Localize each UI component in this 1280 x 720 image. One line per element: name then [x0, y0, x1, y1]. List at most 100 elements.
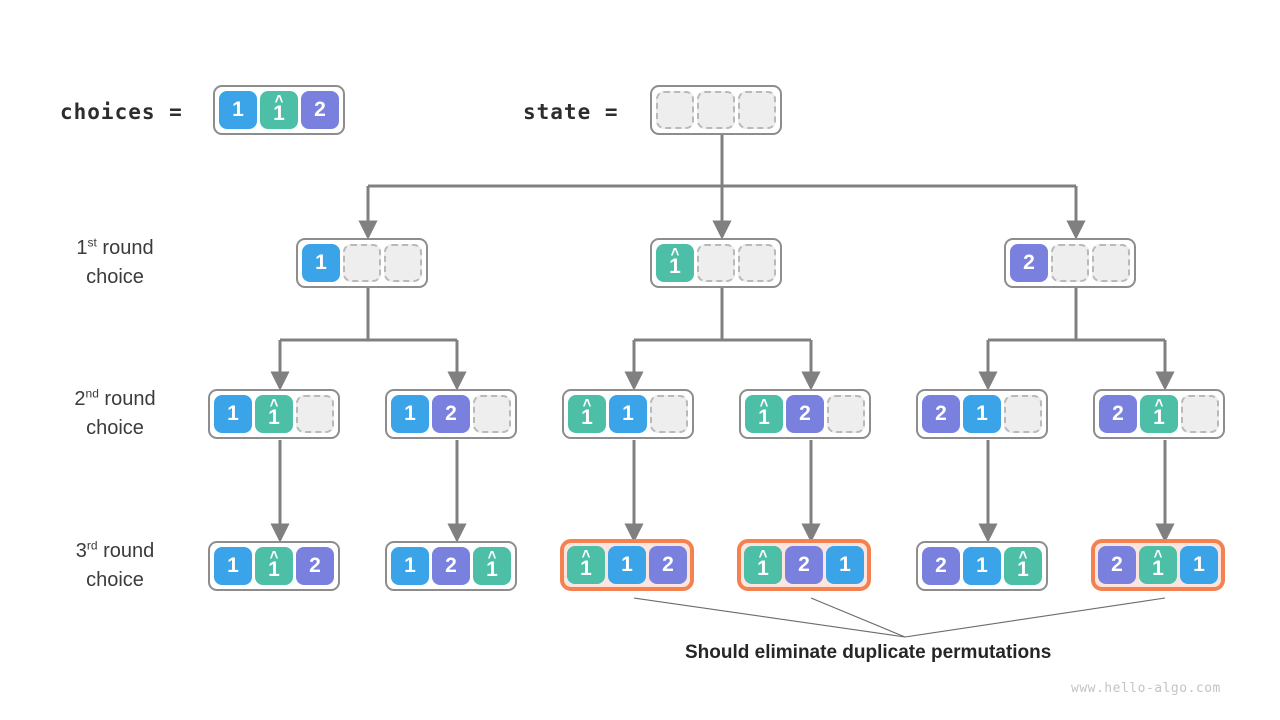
hat-accent-icon: ˄: [269, 395, 279, 412]
array-cell-empty: [1004, 395, 1042, 433]
array-cell-label: 1: [621, 553, 633, 576]
tree-node-l1n3: 2: [1004, 238, 1136, 288]
array-cell-value: 1: [391, 547, 429, 585]
tree-node-l3n4: ˄1 2 1: [737, 539, 871, 591]
choices-label: choices =: [60, 100, 183, 124]
round-label-3: 3rd round choice: [40, 537, 190, 595]
array-cell-value: 2: [786, 395, 824, 433]
array-cell-value: 2: [785, 546, 823, 584]
hat-accent-icon: ˄: [581, 546, 591, 563]
array-cell-value: 2: [922, 395, 960, 433]
array-cell-value: 1: [608, 546, 646, 584]
tree-node-l1n2: ˄1: [650, 238, 782, 288]
round-label-3-line2: choice: [86, 569, 144, 591]
round-label-2-line2: choice: [86, 417, 144, 439]
tree-node-l2n1: 1˄1: [208, 389, 340, 439]
array-cell-value: ˄1: [473, 547, 511, 585]
array-cell-empty: [296, 395, 334, 433]
tree-node-l2n6: 2 ˄1: [1093, 389, 1225, 439]
array-cell-label: 2: [1112, 402, 1124, 425]
array-cell-value: ˄1: [567, 546, 605, 584]
hat-accent-icon: ˄: [274, 91, 284, 108]
state-array: [650, 85, 782, 135]
round-label-1-line1: 1st round: [76, 235, 154, 259]
array-cell-label: 1: [268, 406, 280, 429]
array-cell-value: 1: [826, 546, 864, 584]
array-cell-label: 2: [445, 402, 457, 425]
array-cell-empty: [738, 244, 776, 282]
array-cell-label: 1: [622, 402, 634, 425]
array-cell-value: 2: [1010, 244, 1048, 282]
leader-from-L3N4: [810, 597, 906, 638]
array-cell-label: 2: [1023, 251, 1035, 274]
array-cell-value: 1: [391, 395, 429, 433]
array-cell-value: 2: [432, 395, 470, 433]
array-cell-label: 1: [669, 255, 681, 278]
array-cell-value: ˄1: [568, 395, 606, 433]
array-cell-label: 1: [1193, 553, 1205, 576]
array-cell-label: 1: [1152, 557, 1164, 580]
array-cell-value: 2: [296, 547, 334, 585]
round-label-3-line1: 3rd round: [75, 538, 155, 562]
array-cell-value: ˄1: [1139, 546, 1177, 584]
array-cell-label: 2: [662, 553, 674, 576]
array-cell-value: 1: [963, 395, 1001, 433]
hat-accent-icon: ˄: [582, 395, 592, 412]
hat-accent-icon: ˄: [1018, 547, 1028, 564]
array-cell-empty: [1092, 244, 1130, 282]
array-cell-value: 2: [301, 91, 339, 129]
array-cell-empty: [697, 91, 735, 129]
array-cell-label: 1: [758, 406, 770, 429]
array-cell-label: 1: [227, 402, 239, 425]
array-cell-value: ˄1: [744, 546, 782, 584]
hat-accent-icon: ˄: [487, 547, 497, 564]
array-cell-label: 2: [445, 554, 457, 577]
array-cell-value: 1: [302, 244, 340, 282]
array-cell-value: 2: [922, 547, 960, 585]
round-label-1: 1st round choice: [40, 234, 190, 292]
tree-node-l2n3: ˄1 1: [562, 389, 694, 439]
array-cell-value: ˄1: [1140, 395, 1178, 433]
array-cell-empty: [1181, 395, 1219, 433]
hat-accent-icon: ˄: [1153, 546, 1163, 563]
hat-accent-icon: ˄: [269, 547, 279, 564]
array-cell-label: 1: [404, 554, 416, 577]
tree-node-l1n1: 1: [296, 238, 428, 288]
array-cell-empty: [656, 91, 694, 129]
round-label-2: 2nd round choice: [40, 385, 190, 443]
array-cell-value: 1: [219, 91, 257, 129]
duplicate-callout-caption: Should eliminate duplicate permutations: [685, 642, 1052, 663]
array-cell-label: 2: [314, 98, 326, 121]
array-cell-label: 2: [798, 553, 810, 576]
leader-from-L3N6: [904, 597, 1166, 638]
array-cell-value: 1: [214, 547, 252, 585]
tree-node-l3n1: 1 ˄1 2: [208, 541, 340, 591]
round-label-2-line1: 2nd round: [74, 386, 156, 410]
array-cell-value: ˄1: [656, 244, 694, 282]
array-cell-label: 1: [1153, 406, 1165, 429]
hat-accent-icon: ˄: [759, 395, 769, 412]
array-cell-label: 1: [976, 554, 988, 577]
array-cell-value: 1: [609, 395, 647, 433]
array-cell-value: 2: [432, 547, 470, 585]
array-cell-label: 2: [309, 554, 321, 577]
array-cell-value: 1: [963, 547, 1001, 585]
array-cell-empty: [697, 244, 735, 282]
round-label-1-line2: choice: [86, 266, 144, 288]
array-cell-value: ˄1: [255, 547, 293, 585]
array-cell-label: 1: [839, 553, 851, 576]
array-cell-label: 1: [227, 554, 239, 577]
array-cell-empty: [738, 91, 776, 129]
array-cell-label: 1: [580, 557, 592, 580]
array-cell-value: 1: [214, 395, 252, 433]
array-cell-label: 1: [976, 402, 988, 425]
hat-accent-icon: ˄: [670, 244, 680, 261]
array-cell-value: ˄1: [1004, 547, 1042, 585]
array-cell-value: ˄1: [745, 395, 783, 433]
